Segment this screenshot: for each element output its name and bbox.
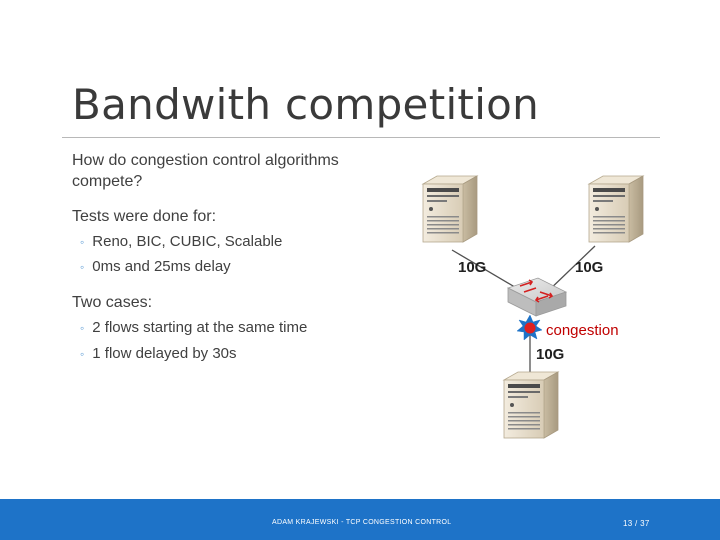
server-bottom-icon [503,371,559,439]
congestion-burst-icon [516,314,543,341]
link-right-label: 10G [575,259,604,276]
cases-item: ◦1 flow delayed by 30s [80,345,237,362]
page-number: 13 / 37 [623,519,650,528]
tests-item: ◦0ms and 25ms delay [80,258,231,275]
switch-icon [506,277,568,317]
footer-bar [0,499,720,540]
tests-item: ◦Reno, BIC, CUBIC, Scalable [80,233,283,250]
server-left-icon [422,175,478,243]
cases-item: ◦2 flows starting at the same time [80,319,308,336]
title-divider [62,137,660,138]
footer-author: ADAM KRAJEWSKI - TCP CONGESTION CONTROL [272,519,452,526]
congestion-label: congestion [546,322,619,339]
question-line-2: compete? [72,173,143,190]
bullet-icon: ◦ [80,235,85,249]
bullet-icon: ◦ [80,260,85,274]
server-right-icon [588,175,644,243]
question-line-1: How do congestion control algorithms [72,152,339,169]
bullet-icon: ◦ [80,321,85,335]
link-bottom-label: 10G [536,346,565,363]
bullet-icon: ◦ [80,347,85,361]
cases-heading: Two cases: [72,294,153,311]
tests-heading: Tests were done for: [72,208,217,225]
slide-title: Bandwith competition [72,80,540,129]
link-left-label: 10G [458,259,487,276]
